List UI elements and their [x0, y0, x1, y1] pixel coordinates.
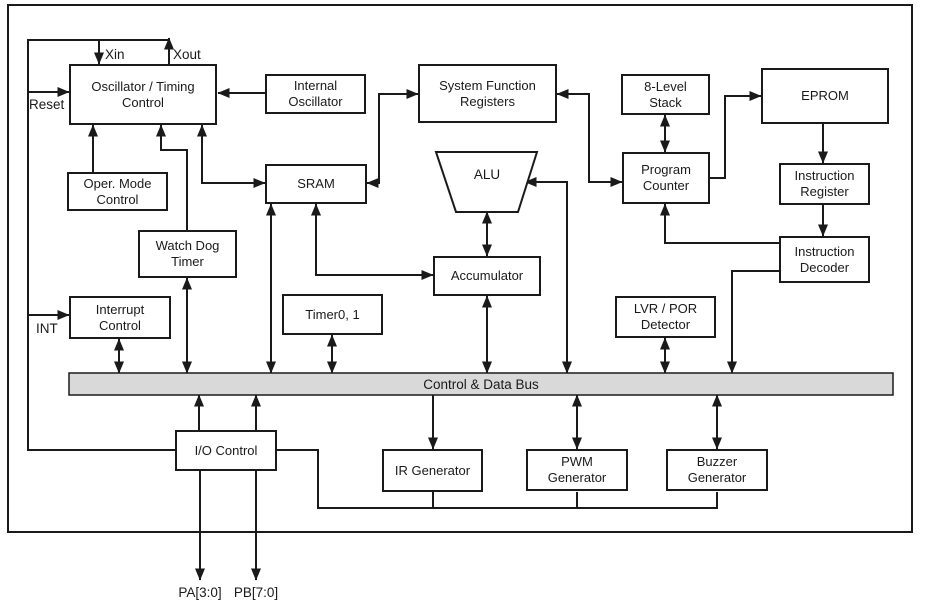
block-accumulator: Accumulator	[433, 256, 541, 296]
wire-sram-sfr	[366, 89, 419, 188]
wire-io-generators	[277, 449, 718, 509]
block-pwm-generator: PWM Generator	[526, 449, 628, 491]
pin-label-int: INT	[36, 321, 58, 336]
pin-label-pb: PB[7:0]	[233, 585, 279, 600]
wire-sram-accumulator	[311, 203, 434, 280]
block-oper-mode-control: Oper. Mode Control	[67, 172, 168, 211]
block-program-counter: Program Counter	[622, 152, 710, 204]
control-data-bus-bar	[68, 372, 894, 396]
wire-alu-bus	[524, 177, 572, 374]
pin-label-xout: Xout	[173, 47, 201, 62]
wire-program-counter-eprom	[710, 91, 762, 179]
block-oscillator-timing-control: Oscillator / Timing Control	[69, 64, 217, 125]
block-ir-generator: IR Generator	[382, 449, 483, 492]
block-lvr-por-detector: LVR / POR Detector	[615, 296, 716, 338]
chip-outline	[7, 4, 913, 533]
block-watch-dog-timer: Watch Dog Timer	[138, 230, 237, 278]
block-instruction-decoder: Instruction Decoder	[779, 236, 870, 283]
block-internal-oscillator: Internal Oscillator	[265, 74, 366, 114]
wire-oscillator-sram	[197, 124, 266, 188]
wire-sfr-program-counter	[556, 89, 623, 187]
pin-label-pa: PA[3:0]	[178, 585, 222, 600]
pin-label-reset: Reset	[29, 97, 65, 112]
block-buzzer-generator: Buzzer Generator	[666, 449, 768, 491]
wire-watchdog-to-oscillator	[156, 124, 188, 230]
block-alu-label: ALU	[473, 167, 501, 182]
wire-decoder-program-counter	[660, 203, 779, 244]
block-io-control: I/O Control	[175, 430, 277, 471]
pin-label-xin: Xin	[105, 47, 125, 62]
block-system-function-registers: System Function Registers	[418, 64, 557, 123]
block-eprom: EPROM	[761, 68, 889, 124]
control-data-bus-label: Control & Data Bus	[423, 376, 539, 392]
wire-decoder-bus	[727, 270, 779, 374]
block-timer0-1: Timer0, 1	[282, 294, 383, 335]
block-sram: SRAM	[265, 164, 367, 204]
block-alu-shape	[434, 151, 539, 213]
block-interrupt-control: Interrupt Control	[69, 296, 171, 339]
block-instruction-register: Instruction Register	[779, 163, 870, 205]
block-8-level-stack: 8-Level Stack	[621, 74, 710, 115]
